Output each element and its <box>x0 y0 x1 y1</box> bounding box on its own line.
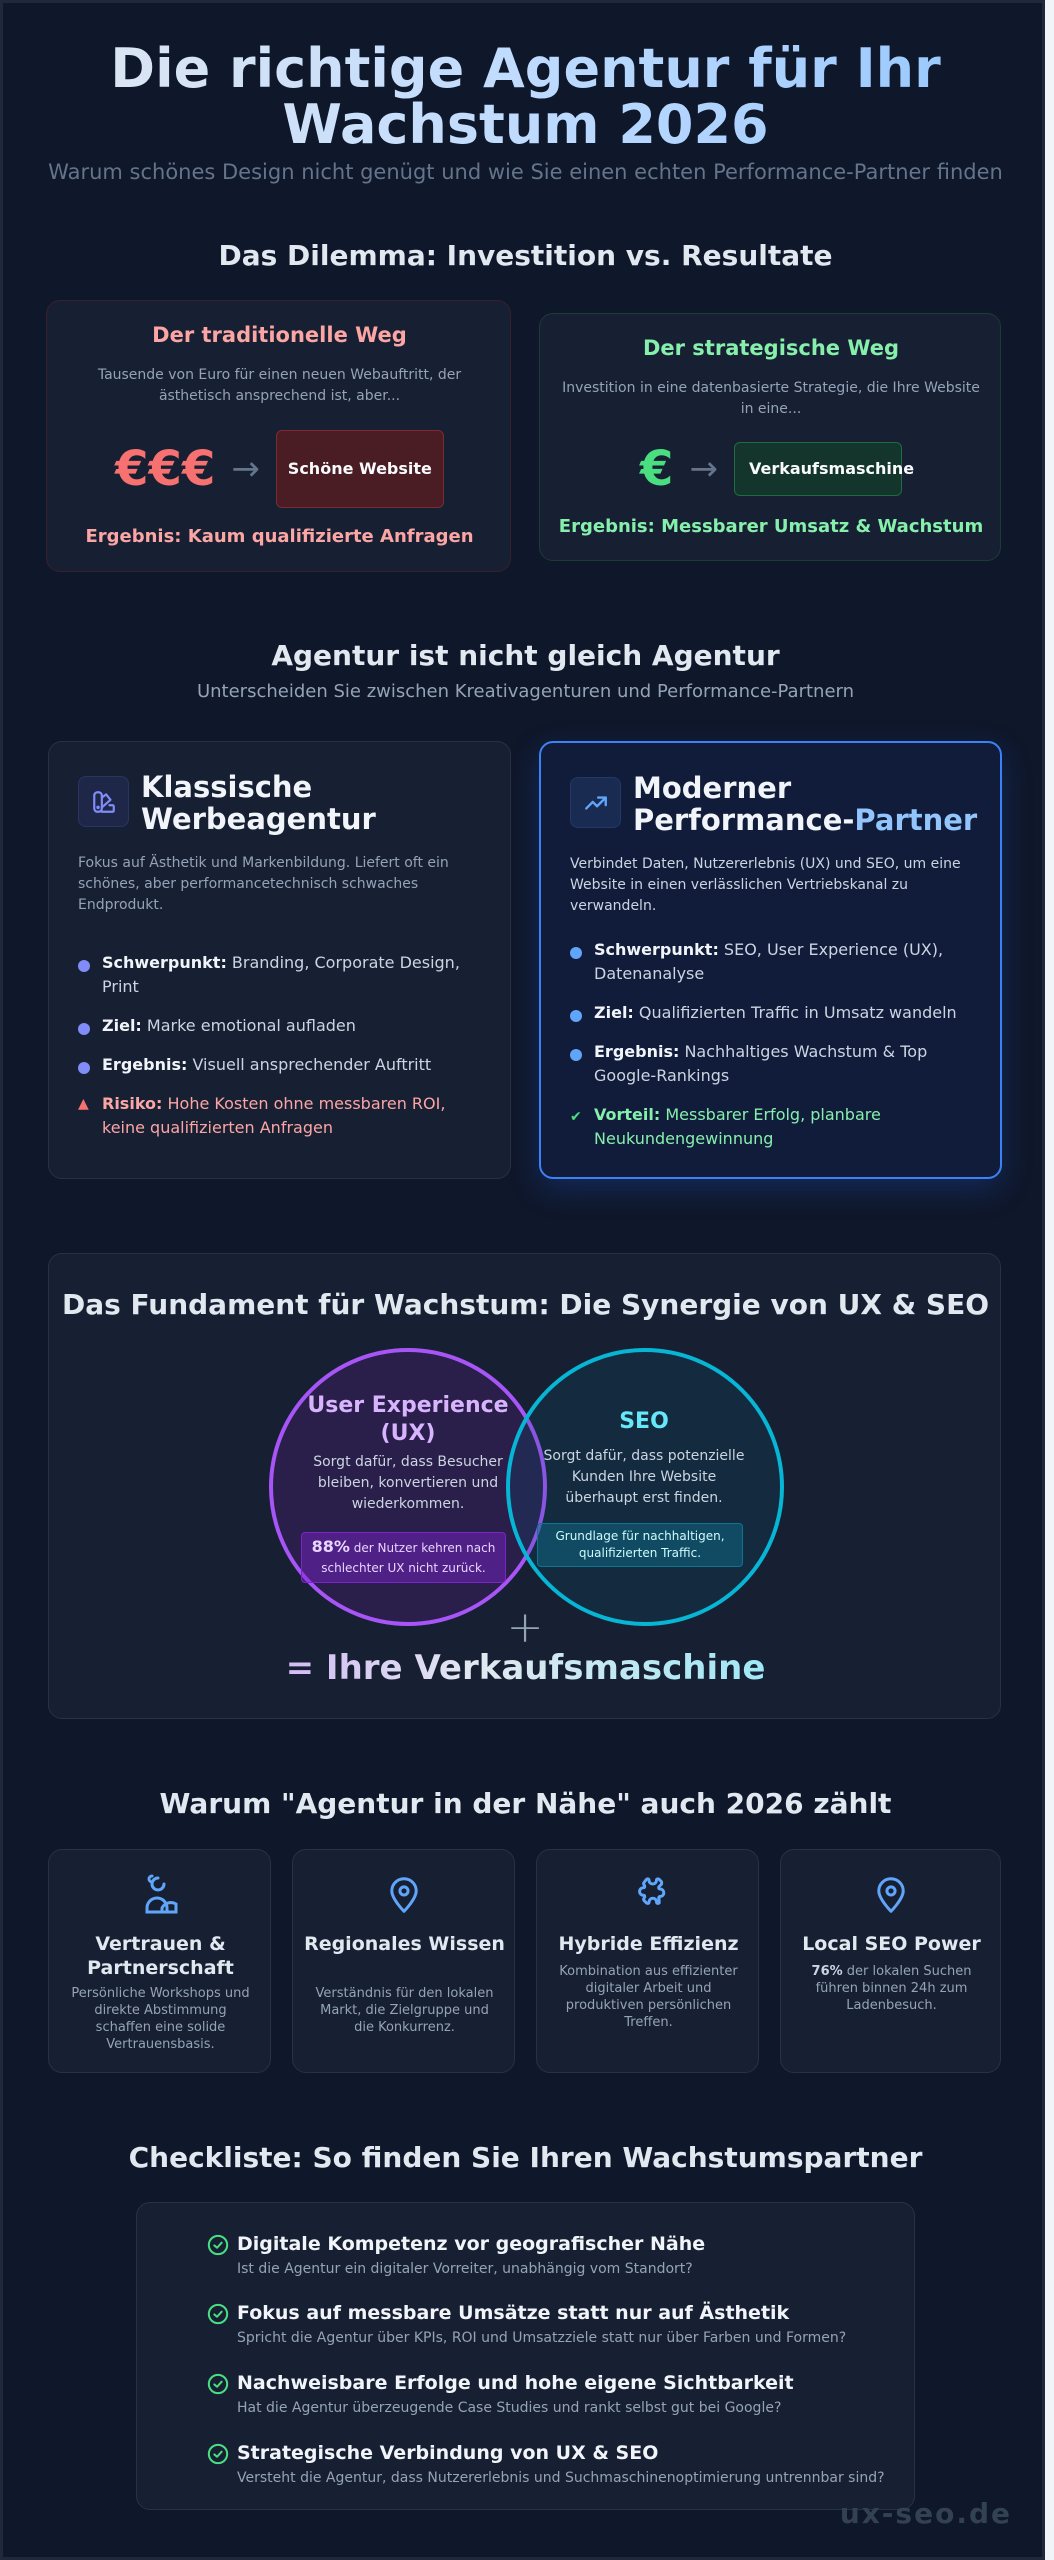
map-pin-icon <box>874 1876 908 1918</box>
local-card-title: Regionales Wissen <box>304 1933 505 1955</box>
synergy-heading: Das Fundament für Wachstum: Die Synergie… <box>61 1288 990 1321</box>
check-icon: ✔ <box>570 1109 582 1125</box>
agentur-subheading: Unterscheiden Sie zwischen Kreativagentu… <box>196 681 855 702</box>
local-card-desc: 76% der lokalen Suchen führen binnen 24h… <box>811 1964 972 2013</box>
agentur-heading: Agentur ist nicht gleich Agentur <box>271 639 780 672</box>
checklist-card: Digitale Kompetenz vor geografischer Näh… <box>136 2202 915 2510</box>
classic-item-risk: ▲Risiko: Hohe Kosten ohne messbaren ROI,… <box>78 1094 446 1137</box>
local-card-title: Local SEO Power <box>802 1933 981 1955</box>
seo-note-box: Grundlage für nachhaltigen, qualifiziert… <box>537 1523 743 1567</box>
local-card-title: Vertrauen & Partnerschaft <box>87 1933 234 1979</box>
modern-item-result: Ergebnis: Nachhaltiges Wachstum & Top Go… <box>570 1040 980 1088</box>
checklist-heading: Checkliste: So finden Sie Ihren Wachstum… <box>128 2141 923 2174</box>
local-heading: Warum "Agentur in der Nähe" auch 2026 zä… <box>159 1787 892 1820</box>
traditional-desc: Tausende von Euro für einen neuen Webauf… <box>97 367 462 404</box>
euro-icon: € <box>640 441 674 497</box>
classic-title-line1: Klassische <box>141 770 313 804</box>
local-card-desc: Verständnis für den lokalen Markt, die Z… <box>315 1986 494 2035</box>
ux-title: User Experience (UX) <box>307 1393 509 1446</box>
modern-title-line2a: Performance- <box>633 803 855 837</box>
synergy-card: Das Fundament für Wachstum: Die Synergie… <box>48 1253 1001 1719</box>
traditional-way-card: Der traditionelle Weg Tausende von Euro … <box>46 300 511 572</box>
modern-item-goal: Ziel: Qualifizierten Traffic in Umsatz w… <box>570 1001 980 1025</box>
ux-circle <box>269 1348 547 1626</box>
checklist-item: Nachweisbare Erfolge und hohe eigene Sic… <box>207 2372 794 2416</box>
warning-triangle-icon: ▲ <box>78 1096 89 1112</box>
traditional-title: Der traditionelle Weg <box>152 323 407 347</box>
modern-desc: Verbindet Daten, Nutzererlebnis (UX) und… <box>570 856 961 914</box>
palette-icon <box>78 776 129 827</box>
page-subtitle: Warum schönes Design nicht genügt und wi… <box>48 160 1003 184</box>
modern-title-line1: Moderner <box>633 771 792 805</box>
ux-stat-box: 88% der Nutzer kehren nach schlechter UX… <box>301 1532 506 1583</box>
beautiful-website-box: Schöne Website <box>275 430 444 508</box>
arrow-right-icon: → <box>231 449 260 489</box>
classic-desc: Fokus auf Ästhetik und Markenbildung. Li… <box>78 855 449 913</box>
checklist-item: Fokus auf messbare Umsätze statt nur auf… <box>207 2302 846 2346</box>
classic-item-result: Ergebnis: Visuell ansprechender Auftritt <box>78 1053 488 1077</box>
bullet-icon <box>78 1062 90 1074</box>
classic-title-line2: Werbeagentur <box>141 802 376 836</box>
bullet-icon <box>570 1010 582 1022</box>
local-card-hybrid: Hybride Effizienz Kombination aus effizi… <box>536 1849 759 2073</box>
check-circle-icon <box>207 2303 229 2329</box>
modern-partner-card: Moderner Performance-Partner Verbindet D… <box>539 741 1002 1179</box>
plus-icon: + <box>506 1602 544 1653</box>
local-card-regional: Regionales Wissen Verständnis für den lo… <box>292 1849 515 2073</box>
map-pin-icon <box>387 1876 421 1918</box>
check-circle-icon <box>207 2234 229 2260</box>
modern-title-line2b: Partner <box>854 803 978 837</box>
local-card-desc: Kombination aus effizienter digitaler Ar… <box>559 1964 738 2030</box>
classic-item-goal: Ziel: Marke emotional aufladen <box>78 1014 488 1038</box>
handshake-user-icon <box>142 1872 180 1918</box>
classic-item-focus: Schwerpunkt: Branding, Corporate Design,… <box>78 951 488 999</box>
bullet-icon <box>78 960 90 972</box>
puzzle-icon <box>630 1876 666 1916</box>
local-card-title: Hybride Effizienz <box>558 1933 739 1955</box>
bullet-icon <box>78 1023 90 1035</box>
bullet-icon <box>570 947 582 959</box>
modern-item-advantage: ✔Vorteil: Messbarer Erfolg, planbare Neu… <box>570 1105 881 1148</box>
euro-triple-icon: €€€ <box>115 441 216 497</box>
arrow-right-icon: → <box>689 449 718 489</box>
watermark: ux-seo.de <box>839 2497 1012 2530</box>
classic-agency-card: Klassische Werbeagentur Fokus auf Ästhet… <box>48 741 511 1179</box>
checklist-item: Digitale Kompetenz vor geografischer Näh… <box>207 2233 705 2277</box>
ux-desc: Sorgt dafür, dass Besucher bleiben, konv… <box>313 1454 503 1512</box>
local-card-trust: Vertrauen & Partnerschaft Persönliche Wo… <box>48 1849 271 2073</box>
strategic-result: Ergebnis: Messbarer Umsatz & Wachstum <box>558 516 984 537</box>
traditional-result: Ergebnis: Kaum qualifizierte Anfragen <box>85 526 474 547</box>
seo-circle <box>506 1348 784 1626</box>
sales-machine-box: Verkaufsmaschine <box>733 442 914 496</box>
strategic-way-card: Der strategische Weg Investition in eine… <box>539 313 1001 561</box>
local-card-desc: Persönliche Workshops und direkte Abstim… <box>71 1986 250 2052</box>
bullet-icon <box>570 1049 582 1061</box>
strategic-title: Der strategische Weg <box>642 336 900 360</box>
modern-item-focus: Schwerpunkt: SEO, User Experience (UX), … <box>570 938 980 986</box>
page-title: Die richtige Agentur für Ihr Wachstum 20… <box>3 41 1048 153</box>
local-card-seo: Local SEO Power 76% der lokalen Suchen f… <box>780 1849 1001 2073</box>
seo-title: SEO <box>619 1409 669 1434</box>
seo-desc: Sorgt dafür, dass potenzielle Kunden Ihr… <box>543 1448 745 1506</box>
check-circle-icon <box>207 2443 229 2469</box>
checklist-item: Strategische Verbindung von UX & SEO Ver… <box>207 2442 885 2486</box>
dilemma-heading: Das Dilemma: Investition vs. Resultate <box>218 239 833 272</box>
strategic-desc: Investition in eine datenbasierte Strate… <box>562 380 980 417</box>
trending-up-icon <box>570 777 621 828</box>
check-circle-icon <box>207 2373 229 2399</box>
synergy-result: = Ihre Verkaufsmaschine <box>49 1648 1002 1688</box>
